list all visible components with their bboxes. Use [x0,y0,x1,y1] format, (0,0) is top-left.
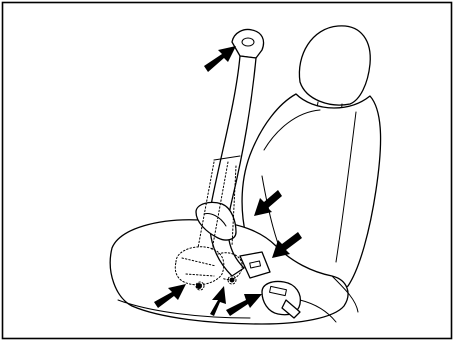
seat-belt-diagram [0,0,454,341]
illustration-frame [0,0,454,341]
